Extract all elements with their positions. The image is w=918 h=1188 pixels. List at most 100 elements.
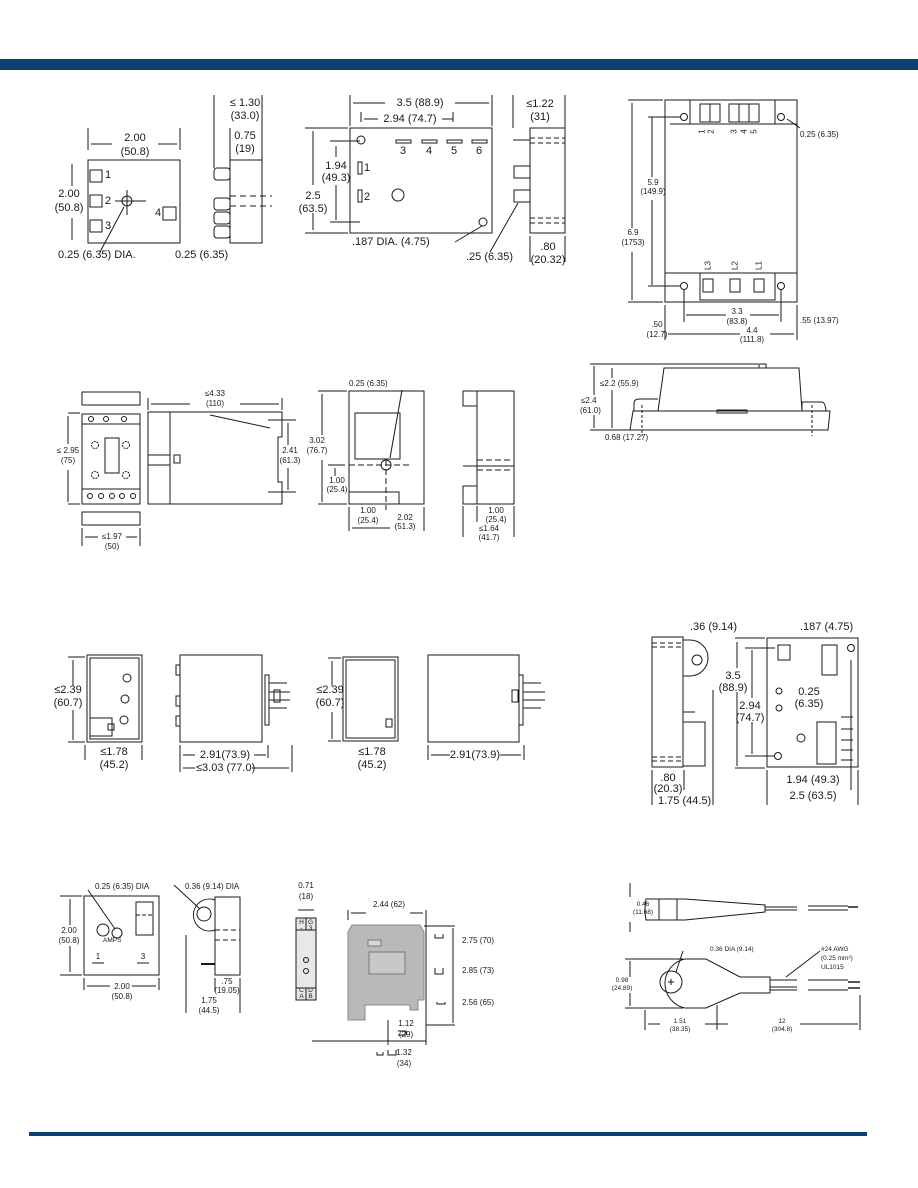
d3-hole-spacing: 2.94 (74.7)	[383, 113, 437, 125]
d1-pin-3: 3	[105, 220, 112, 232]
drawing14-front	[735, 637, 859, 805]
d3-height-mm: (63.5)	[298, 203, 328, 215]
d18-height-3: 2.56 (65)	[462, 998, 495, 1007]
d6-rail: 2.41	[282, 446, 298, 455]
d19-diameter-mm: (11.68)	[632, 909, 654, 916]
drawing19-cable	[625, 883, 861, 1030]
d14-spacing: 2.94	[739, 700, 761, 712]
d4-terminal-3: 3	[729, 129, 739, 134]
d4-height-mm: (1753)	[621, 238, 645, 247]
drawing3-side	[489, 95, 566, 262]
d14-hspacing: 1.94 (49.3)	[786, 774, 840, 786]
d19-lug-length: 1.51	[673, 1018, 687, 1025]
drawing9-profile	[590, 363, 831, 436]
d4-terminal-l2: L2	[730, 261, 740, 270]
d2-depth-mm: (33.0)	[230, 110, 260, 122]
d4-terminal-2: 2	[706, 129, 716, 134]
d5-width: ≤1.97	[102, 532, 122, 541]
d3-width: 3.5 (88.9)	[396, 97, 444, 109]
d19-wire: #24 AWG	[821, 946, 849, 953]
d4-spacing-mm: (83.8)	[726, 317, 748, 326]
d14-terminal-mm: (6.35)	[794, 698, 824, 710]
drawing10-front	[68, 654, 143, 760]
d14-hole: .36 (9.14)	[690, 621, 738, 633]
d14-height-mm: (88.9)	[718, 682, 748, 694]
footer-rule	[29, 1132, 867, 1136]
d17-terminal-c: C	[299, 987, 304, 994]
d18-width: 2.44 (62)	[372, 900, 406, 909]
d3s-base-mm: (20.32)	[530, 254, 566, 266]
drawing16-side	[173, 884, 241, 1013]
d5-width-mm: (50)	[104, 542, 120, 551]
d9-total: ≤2.4	[581, 396, 597, 405]
d9-total-mm: (61.0)	[580, 406, 601, 415]
d1-pin-4: 4	[155, 207, 162, 219]
d18-rail-2: 1.32	[396, 1048, 412, 1057]
d4-hole: 0.25 (6.35)	[800, 130, 839, 139]
d18-rail-2-mm: (34)	[396, 1059, 412, 1068]
d6-depth-mm: (110)	[205, 399, 225, 408]
d3-terminal-3: 3	[399, 145, 407, 157]
d9-body: ≤2.2 (55.9)	[600, 379, 639, 388]
d11-body: 2.91(73.9)	[199, 749, 251, 761]
d7-hole: 0.25 (6.35)	[349, 379, 388, 388]
d7-hole-x: 1.00	[360, 506, 376, 515]
d4-terminal-4: 4	[739, 129, 749, 134]
d4-height: 6.9	[627, 228, 639, 237]
d12-width-mm: (45.2)	[357, 759, 387, 771]
d4-inner-mm: (149.9)	[640, 187, 666, 196]
d12-width: ≤1.78	[358, 746, 386, 758]
d4-left-offset: .50	[651, 320, 663, 329]
d15-height: 2.00	[61, 926, 77, 935]
d3-terminal-1: 1	[364, 162, 371, 174]
d2-depth: ≤ 1.30	[229, 97, 261, 109]
d11-total: ≤3.03 (77.0)	[196, 762, 256, 774]
d3s-terminal: .25 (6.35)	[466, 251, 514, 263]
d3-terminal-6: 6	[475, 145, 483, 157]
d7-width-mm: (51.3)	[394, 522, 416, 531]
d16-base: .75	[221, 977, 233, 986]
d3s-depth-mm: (31)	[530, 111, 550, 123]
d7-height: 3.02	[309, 436, 325, 445]
d4-inner: 5.9	[647, 178, 659, 187]
d15-terminal-3: 3	[140, 952, 146, 961]
drawing18-din-module	[312, 910, 455, 1056]
d16-base-mm: (19.05)	[214, 986, 240, 995]
drawing2-side	[213, 95, 272, 244]
d3s-base: .80	[540, 241, 556, 253]
d1-pin-1: 1	[105, 169, 112, 181]
d14-depth: 1.75 (44.5)	[658, 795, 712, 807]
d3-height: 2.5	[305, 190, 321, 202]
d6-depth: ≤4.33	[205, 389, 225, 398]
d1-height-mm: (50.8)	[54, 202, 84, 214]
d16-hole: 0.36 (9.14) DIA	[185, 882, 240, 891]
d14-mount-hole: .187 (4.75)	[800, 621, 854, 633]
drawing14-side	[651, 636, 714, 805]
drawing5-front	[67, 391, 141, 546]
d4-terminal-1: 1	[697, 129, 707, 134]
d10-height: ≤2.39	[54, 684, 82, 696]
d3-terminal-2: 2	[364, 191, 371, 203]
d15-terminal-1: 1	[95, 952, 101, 961]
d19-lug: 0.98	[615, 977, 629, 984]
drawing12-front	[328, 656, 399, 742]
d4-terminal-5: 5	[749, 129, 759, 134]
d16-depth-mm: (44.5)	[198, 1006, 220, 1015]
d14-width: 2.5 (63.5)	[789, 790, 837, 802]
d2-body: 0.75	[234, 130, 256, 142]
d18-rail-1-mm: (29)	[398, 1030, 414, 1039]
drawing13-side	[427, 654, 545, 760]
d7-height-mm: (76.7)	[306, 446, 328, 455]
header-band	[0, 59, 918, 70]
d15-hole: 0.25 (6.35) DIA	[95, 882, 150, 891]
d17-terminal-3: 3	[308, 925, 313, 932]
d8-base-mm: (25.4)	[485, 515, 507, 524]
d16-depth: 1.75	[201, 996, 217, 1005]
d2-body-mm: (19)	[235, 143, 255, 155]
d8-depth: ≤1.64	[479, 524, 499, 533]
d3-terminal-5: 5	[450, 145, 458, 157]
d3-vspacing-mm: (49.3)	[321, 172, 351, 184]
drawing6-side	[147, 398, 296, 505]
d17-terminal-d: D	[308, 987, 313, 994]
